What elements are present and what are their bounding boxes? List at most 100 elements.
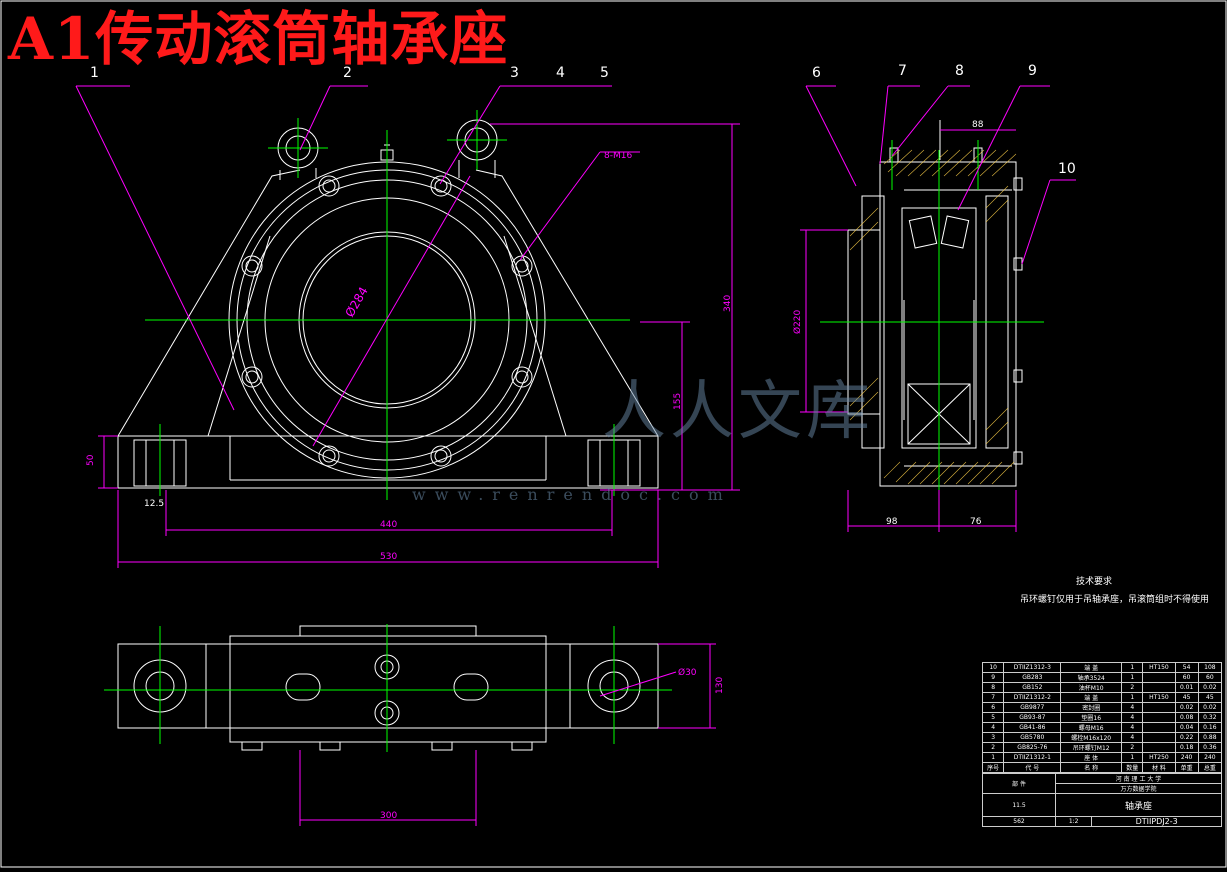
bom-cell: 1 (1121, 672, 1144, 683)
balloon-8: 8 (955, 63, 964, 79)
bom-cell: 4 (1121, 712, 1144, 723)
side-dimensions (800, 85, 1076, 532)
tb-school: 河 南 理 工 大 学 (1055, 773, 1222, 784)
bom-cell: HT250 (1142, 752, 1176, 763)
svg-text:130: 130 (715, 677, 725, 694)
bom-cell: 端 盖 (1060, 692, 1123, 703)
bom-header-cell: 单重 (1174, 762, 1199, 773)
bom-cell: 2 (1121, 682, 1144, 693)
bom-cell: 0.01 (1174, 682, 1199, 693)
watermark-url: www.renrendoc.com (412, 485, 732, 504)
bom-cell: GB9877 (1003, 702, 1062, 713)
bom-header-cell: 名 称 (1060, 762, 1123, 773)
tb-drawing-no: DTIIPDJ2-3 (1091, 816, 1222, 827)
bom-cell: DTIIZ1312-2 (1003, 692, 1062, 703)
tb-total: 11.5 (982, 793, 1056, 817)
svg-text:88: 88 (972, 120, 984, 130)
balloon-9: 9 (1028, 63, 1037, 79)
bom-header-row: 序号代 号名 称数量材 料单重总重 (981, 762, 1223, 773)
bom-header-cell: 数量 (1121, 762, 1144, 773)
bom-cell: 60 (1197, 672, 1223, 683)
bom-cell: 0.02 (1197, 682, 1223, 693)
svg-text:Ø220: Ø220 (792, 309, 803, 334)
balloon-7: 7 (898, 63, 907, 79)
bom-cell: 座 体 (1060, 752, 1123, 763)
svg-text:76: 76 (970, 517, 982, 527)
balloon-3: 3 (510, 65, 519, 81)
svg-text:530: 530 (380, 552, 397, 562)
bom-cell: DTIIZ1312-1 (1003, 752, 1062, 763)
tb-label: 部 件 (982, 773, 1056, 794)
bom-cell: 240 (1197, 752, 1223, 763)
bom-cell: 0.02 (1197, 702, 1223, 713)
side-housing (879, 161, 1017, 487)
balloon-6: 6 (812, 65, 821, 81)
bom-cell: 0.02 (1174, 702, 1199, 713)
bom-cell: GB152 (1003, 682, 1062, 693)
bom-cell: 端 盖 (1060, 662, 1123, 673)
bom-cell (1142, 682, 1176, 693)
bom-cell: 0.08 (1174, 712, 1199, 723)
bom-cell: 油杯M10 (1060, 682, 1123, 693)
tb-dept: 万方数据学院 (1055, 783, 1222, 794)
bom-cell: 1 (1121, 692, 1144, 703)
bom-cell: 密封圈 (1060, 702, 1123, 713)
bom-cell: DTIIZ1312-3 (1003, 662, 1062, 673)
bom-cell: 9 (981, 672, 1005, 683)
svg-text:8-M16: 8-M16 (604, 151, 632, 161)
tb-mass: 562 (982, 816, 1056, 827)
tech-req-heading: 技术要求 (1076, 577, 1113, 587)
bom-cell: 吊环螺钉M12 (1060, 742, 1123, 753)
bom-header-cell: 序号 (981, 762, 1005, 773)
svg-text:98: 98 (886, 517, 898, 527)
base-block (117, 435, 659, 489)
bom-cell: 1 (1121, 752, 1144, 763)
bom-cell: 5 (981, 712, 1005, 723)
balloon-10: 10 (1058, 161, 1076, 177)
bom-cell: 轴承3524 (1060, 672, 1123, 683)
bom-cell: 0.88 (1197, 732, 1223, 743)
bom-cell: GB5780 (1003, 732, 1062, 743)
bom-cell: 垫圈16 (1060, 712, 1123, 723)
bom-header-cell: 代 号 (1003, 762, 1062, 773)
drawing-title: A1传动滚筒轴承座 (8, 5, 509, 73)
bom-cell: 0.22 (1174, 732, 1199, 743)
top-centerlines (104, 624, 672, 752)
bom-cell: 螺母M16 (1060, 722, 1123, 733)
bom-cell: 45 (1197, 692, 1223, 703)
bom-cell: GB41-86 (1003, 722, 1062, 733)
bom-cell: 0.36 (1197, 742, 1223, 753)
side-hatching (849, 149, 1017, 485)
bom-cell: 240 (1174, 752, 1199, 763)
watermark-text: 人人文库 (602, 375, 874, 449)
svg-text:440: 440 (380, 520, 397, 530)
bom-cell: 2 (1121, 742, 1144, 753)
bom-header-cell: 材 料 (1142, 762, 1176, 773)
front-view (117, 119, 659, 489)
front-centerlines (145, 110, 630, 500)
top-dimensions (299, 643, 716, 826)
bom-cell: 4 (981, 722, 1005, 733)
bom-cell: 0.32 (1197, 712, 1223, 723)
bom-cell: 4 (1121, 702, 1144, 713)
svg-text:300: 300 (380, 811, 397, 821)
side-centerlines (820, 140, 1044, 500)
bom-cell (1142, 702, 1176, 713)
balloon-2: 2 (343, 65, 352, 81)
svg-text:12.5: 12.5 (144, 499, 164, 509)
bom-cell: 1 (1121, 662, 1144, 673)
balloon-numbers: 1 2 3 4 5 6 7 8 9 10 (90, 63, 1076, 177)
tb-part: 轴承座 (1055, 793, 1222, 817)
bom-cell: 54 (1174, 662, 1199, 673)
top-base (117, 643, 659, 729)
